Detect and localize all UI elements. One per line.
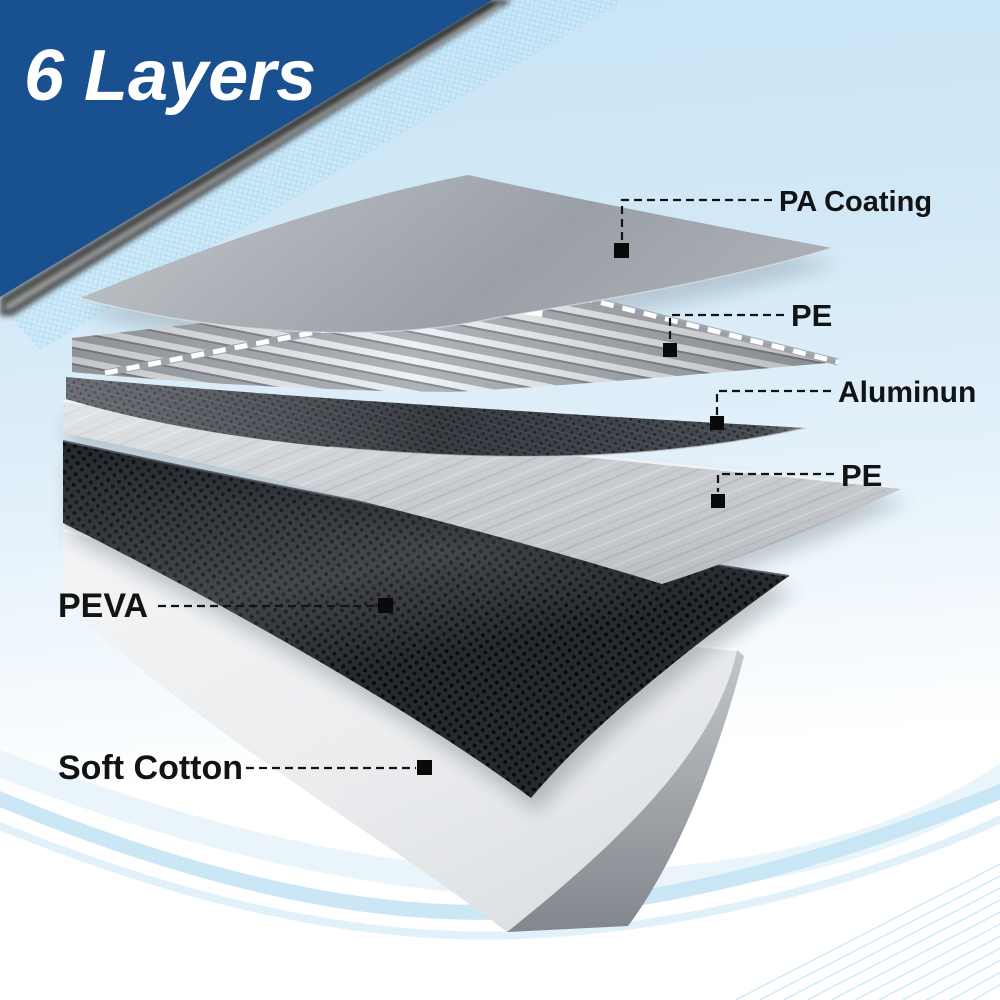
header-banner: 6 Layers (0, 0, 625, 350)
banner-mesh-stripe (4, 0, 625, 350)
marker-aluminum (710, 416, 724, 430)
leader-pe-top (668, 313, 784, 341)
marker-peva (378, 598, 393, 613)
marker-soft-cotton (417, 760, 432, 775)
marker-pe-bottom (711, 494, 725, 508)
pa-coating-sheet (80, 175, 832, 333)
marker-pa-coating (614, 243, 629, 258)
annotation-pe-bottom: PE (711, 458, 882, 508)
leader-aluminum (715, 389, 831, 415)
banner-shadow-edge (0, 0, 512, 316)
pe-bottom-sheen (63, 401, 903, 584)
annotation-soft-cotton: Soft Cotton (58, 749, 432, 787)
soft-cotton-underside (507, 650, 744, 932)
label-pa-coating: PA Coating (779, 186, 932, 218)
aluminum-edge-highlight (329, 427, 807, 458)
label-soft-cotton: Soft Cotton (58, 749, 243, 787)
layer-aluminum (66, 377, 807, 458)
marker-pe-top (663, 343, 677, 357)
annotation-pe-top: PE (663, 298, 832, 357)
annotation-aluminum: Aluminun (710, 376, 976, 430)
aluminum-shade (66, 377, 806, 457)
leader-pa-coating (620, 198, 772, 242)
peva-sheen (63, 441, 789, 798)
pa-coating-edge-highlight (79, 247, 833, 334)
banner-highlight-line (5, 2, 503, 310)
page-title: 6 Layers (24, 36, 316, 116)
label-peva: PEVA (58, 587, 148, 625)
label-aluminum: Aluminun (838, 376, 976, 409)
corner-line-fan (734, 863, 1000, 1000)
banner-triangle (0, 0, 492, 297)
annotations: PA Coating PE Aluminun PE PEVA (58, 186, 976, 787)
label-pe-bottom: PE (841, 458, 882, 493)
label-pe-top: PE (791, 298, 832, 333)
layer-pa-coating (79, 175, 833, 334)
annotation-peva: PEVA (58, 587, 393, 625)
annotation-pa-coating: PA Coating (614, 186, 932, 258)
